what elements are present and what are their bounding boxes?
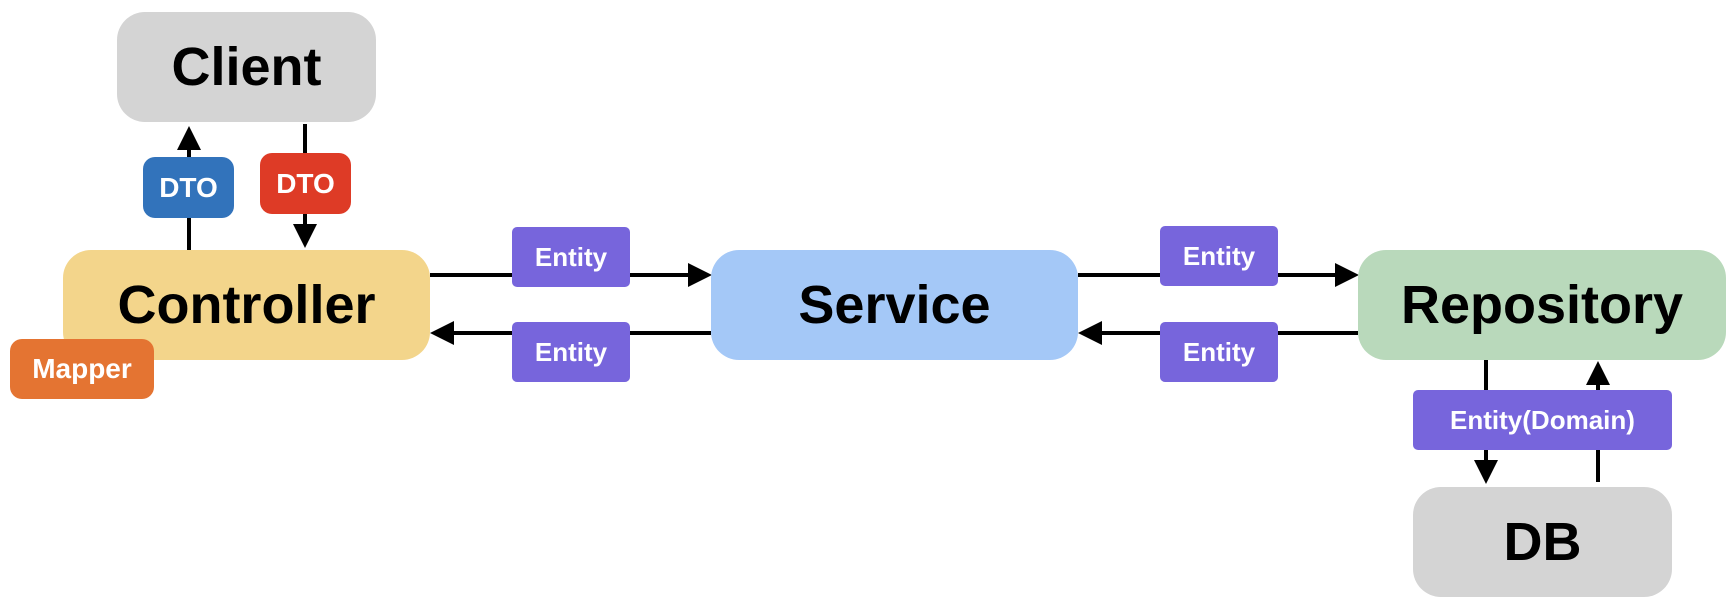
entity-label: Entity xyxy=(1182,336,1256,367)
entity-domain-label: Entity(Domain) xyxy=(1450,404,1635,435)
dto-response-tag: DTO xyxy=(143,157,234,218)
arrowhead-down-controller xyxy=(293,224,317,248)
entity-label: Entity xyxy=(534,241,608,272)
arrowhead-left-service xyxy=(1078,321,1102,345)
arrowhead-right-repository xyxy=(1335,263,1359,287)
arrowhead-up-client xyxy=(177,126,201,150)
entity-tag-service-to-controller: Entity xyxy=(512,322,630,382)
entity-tag-repository-to-service: Entity xyxy=(1160,322,1278,382)
mapper-label: Mapper xyxy=(32,353,132,384)
db-label: DB xyxy=(1503,512,1582,572)
service-label: Service xyxy=(798,275,991,335)
entity-tag-controller-to-service: Entity xyxy=(512,227,630,287)
db-node: DB xyxy=(1413,487,1672,597)
dto-request-tag: DTO xyxy=(260,153,351,214)
client-label: Client xyxy=(171,37,322,97)
repository-label: Repository xyxy=(1400,275,1684,335)
entity-domain-tag: Entity(Domain) xyxy=(1413,390,1672,450)
client-node: Client xyxy=(117,12,376,122)
arrowhead-down-db xyxy=(1474,460,1498,484)
repository-node: Repository xyxy=(1358,250,1726,360)
controller-label: Controller xyxy=(117,275,376,335)
service-node: Service xyxy=(711,250,1078,360)
dto-request-label: DTO xyxy=(276,167,335,199)
arrowhead-left-controller xyxy=(430,321,454,345)
arrowhead-right-service xyxy=(688,263,712,287)
entity-label: Entity xyxy=(534,336,608,367)
arrowhead-up-repository xyxy=(1586,361,1610,385)
entity-tag-service-to-repository: Entity xyxy=(1160,226,1278,286)
dto-response-label: DTO xyxy=(159,171,218,203)
entity-label: Entity xyxy=(1182,240,1256,271)
mapper-tag: Mapper xyxy=(10,339,154,399)
